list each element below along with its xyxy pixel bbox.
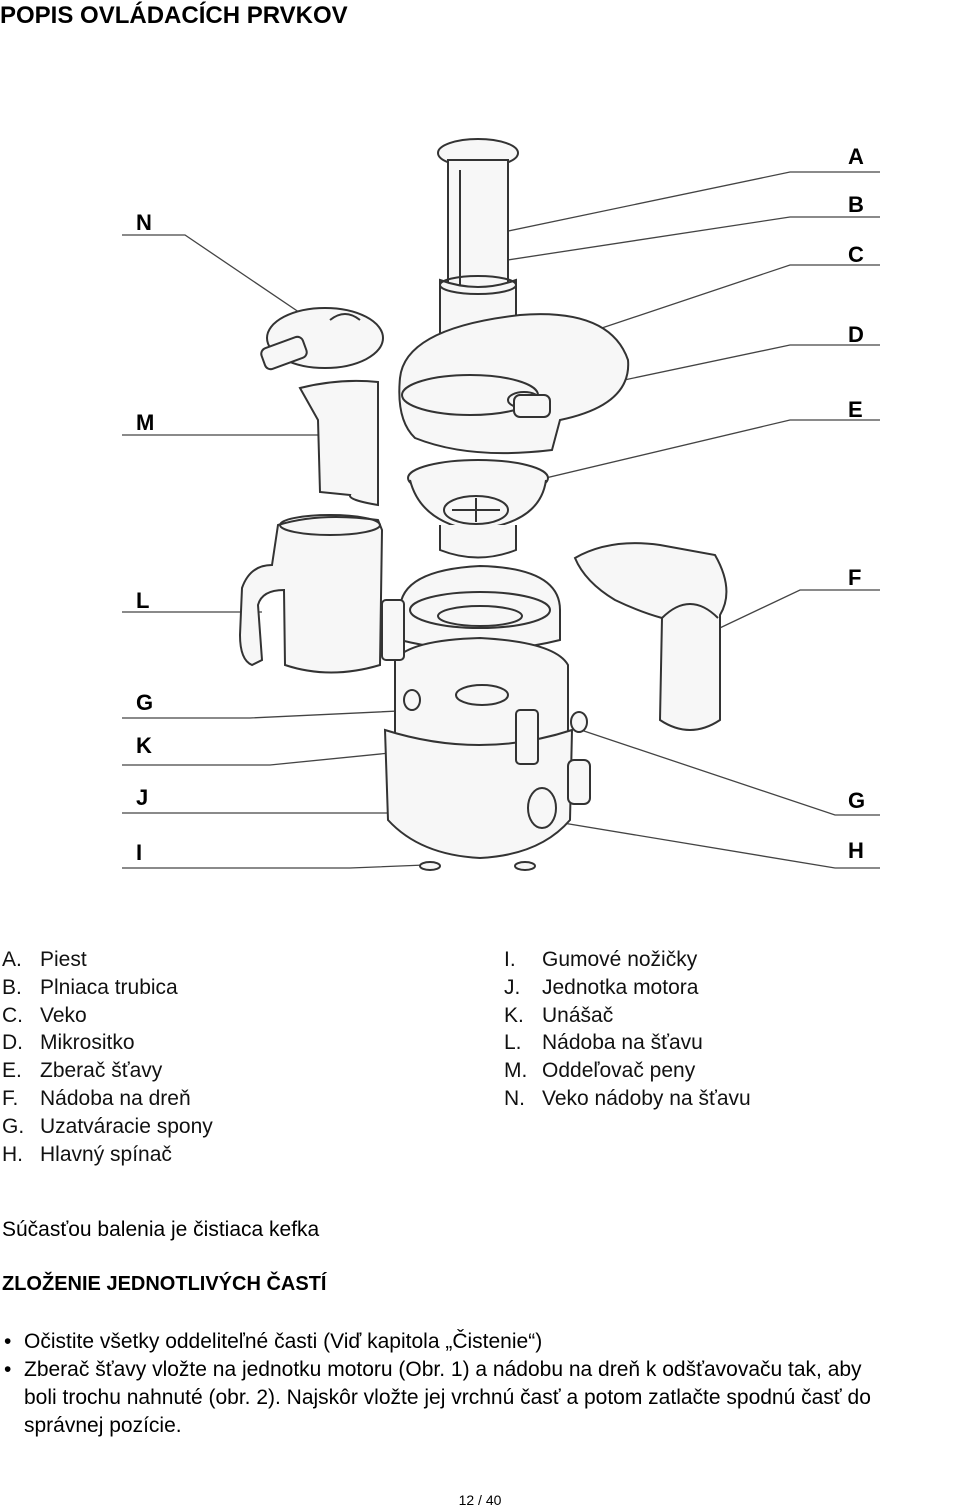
- label-a: A: [848, 144, 864, 169]
- label-n: N: [136, 210, 152, 235]
- list-item: • Očistite všetky oddeliteľné časti (Viď…: [2, 1328, 960, 1356]
- label-g-right: G: [848, 788, 865, 813]
- label-m: M: [136, 410, 154, 435]
- bullet-text: Zberač šťavy vložte na jednotku motoru (…: [24, 1358, 862, 1381]
- bullet-text: správnej pozície.: [24, 1414, 182, 1437]
- label-k: K: [136, 733, 152, 758]
- list-item: • Zberač šťavy vložte na jednotku motoru…: [2, 1356, 960, 1440]
- label-d: D: [848, 322, 864, 347]
- label-b: B: [848, 192, 864, 217]
- label-j: J: [136, 785, 148, 810]
- juice-jug: [238, 514, 384, 674]
- lid: [398, 313, 630, 455]
- label-h: H: [848, 838, 864, 863]
- leader-lines-right: [467, 171, 880, 869]
- label-i: I: [136, 840, 142, 865]
- bullet-icon: •: [4, 1330, 12, 1353]
- pulp-container: [573, 542, 728, 731]
- list-item: N.Veko nádoby na šťavu: [504, 1086, 751, 1110]
- list-item: L.Nádoba na šťavu: [504, 1031, 703, 1055]
- section-heading: ZLOŽENIE JEDNOTLIVÝCH ČASTÍ: [2, 1273, 327, 1295]
- label-c: C: [848, 242, 864, 267]
- list-item: E.Zberač šťavy: [2, 1059, 163, 1083]
- bullet-icon: •: [4, 1358, 12, 1381]
- list-item: H.Hlavný spínač: [2, 1142, 172, 1166]
- page-number: 12 / 40: [458, 1492, 502, 1508]
- page-title: POPIS OVLÁDACÍCH PRVKOV: [0, 2, 348, 29]
- list-item: F.Nádoba na dreň: [2, 1086, 191, 1110]
- list-item: K.Unášač: [504, 1003, 614, 1027]
- juicer-exploded-diagram: A B C D E F G H N M L G K J I: [0, 120, 960, 890]
- bullet-text: Očistite všetky oddeliteľné časti (Viď k…: [24, 1330, 543, 1353]
- package-note: Súčasťou balenia je čistiaca kefka: [2, 1218, 320, 1241]
- micro-sieve: [407, 459, 549, 559]
- foam-separator: [298, 379, 379, 507]
- juice-collector-and-motor: [381, 564, 591, 871]
- parts-list-left: A.Piest B.Plniaca trubica C.Veko D.Mikro…: [2, 946, 213, 1168]
- bullet-text: boli trochu nahnuté (obr. 2). Najskôr vl…: [24, 1386, 871, 1409]
- label-e: E: [848, 397, 863, 422]
- list-item: G.Uzatváracie spony: [2, 1114, 213, 1138]
- label-g-left: G: [136, 690, 153, 715]
- list-item: J.Jednotka motora: [504, 975, 699, 999]
- assembly-instructions: • Očistite všetky oddeliteľné časti (Viď…: [2, 1328, 960, 1440]
- list-item: M.Oddeľovač peny: [504, 1059, 696, 1083]
- list-item: B.Plniaca trubica: [2, 975, 178, 999]
- jug-lid: [260, 307, 384, 371]
- list-item: C.Veko: [2, 1003, 87, 1027]
- list-item: A.Piest: [2, 948, 87, 971]
- label-l: L: [136, 588, 149, 613]
- list-item: I.Gumové nožičky: [504, 948, 698, 971]
- label-f: F: [848, 565, 861, 590]
- parts-list-right: I.Gumové nožičky J.Jednotka motora K.Uná…: [504, 946, 751, 1113]
- diagram-labels: A B C D E F G H N M L G K J I: [136, 144, 865, 865]
- list-item: D.Mikrositko: [2, 1031, 135, 1055]
